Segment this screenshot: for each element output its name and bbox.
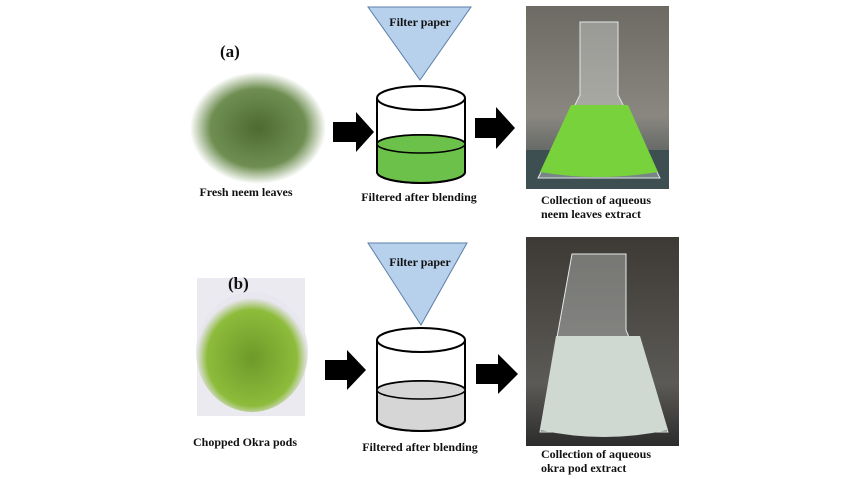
result-caption-line1: Collection of aqueous [541, 447, 652, 461]
beaker-icon [376, 85, 466, 184]
panel-b [196, 237, 679, 446]
panel-label: (a) [220, 42, 240, 61]
liquid-fill [376, 380, 466, 400]
source-caption: Fresh neem leaves [199, 185, 293, 199]
neem-leaves-image [190, 72, 326, 184]
arrow-icon [476, 354, 518, 394]
filter-caption: Filtered after blending [361, 190, 477, 204]
neem-extract-photo [526, 6, 669, 189]
beaker-icon [376, 327, 466, 432]
liquid-fill [376, 134, 466, 154]
filter-caption: Filtered after blending [362, 440, 478, 454]
filter-paper-label: Filter paper [389, 255, 451, 269]
panel-label: (b) [228, 274, 249, 293]
okra-extract-photo [526, 237, 679, 446]
arrow-icon [325, 350, 366, 390]
result-caption-line1: Collection of aqueous [541, 193, 652, 207]
result-caption-line2: neem leaves extract [541, 207, 641, 221]
source-caption: Chopped Okra pods [192, 435, 298, 449]
arrow-icon [475, 107, 515, 149]
filter-paper-icon [367, 6, 472, 81]
panel-a [190, 6, 669, 189]
filter-paper-label: Filter paper [389, 15, 451, 29]
result-caption-line2: okra pod extract [541, 461, 627, 475]
filter-paper-icon [367, 242, 468, 326]
okra-pods-image [196, 292, 308, 412]
arrow-icon [333, 112, 374, 152]
